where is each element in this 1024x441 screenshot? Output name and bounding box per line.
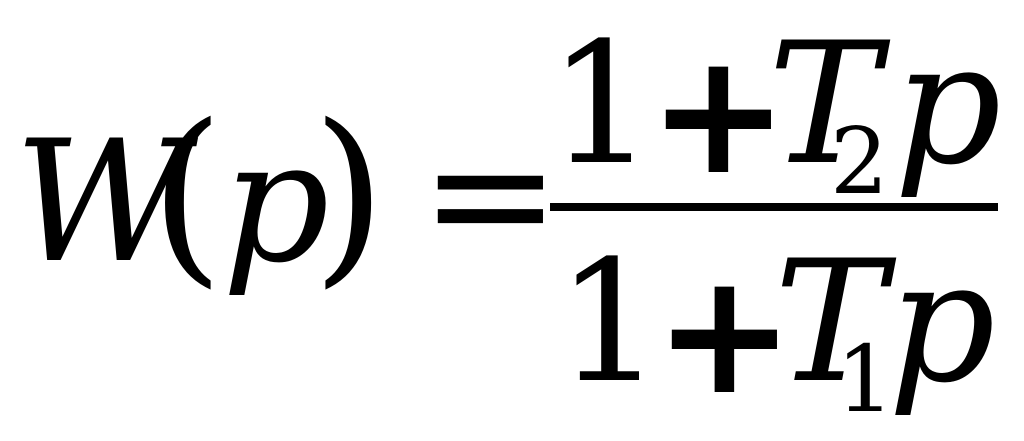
denominator-variable: p bbox=[888, 224, 996, 420]
denominator-time-constant: T bbox=[774, 224, 887, 420]
numerator-variable: p bbox=[894, 6, 1002, 202]
denominator-plus-sign: + bbox=[654, 236, 795, 432]
equals-sign: = bbox=[420, 96, 561, 292]
numerator-constant: 1 bbox=[548, 6, 655, 202]
function-symbol: W bbox=[14, 104, 187, 300]
open-parenthesis: ( bbox=[150, 84, 225, 305]
fraction-bar bbox=[550, 203, 998, 211]
close-parenthesis: ) bbox=[312, 84, 387, 305]
numerator-plus-sign: + bbox=[648, 16, 789, 212]
denominator-constant: 1 bbox=[556, 224, 663, 420]
argument-variable: p bbox=[222, 104, 330, 300]
numerator-subscript: 2 bbox=[830, 108, 889, 215]
denominator-subscript: 1 bbox=[836, 326, 895, 433]
numerator-time-constant: T bbox=[768, 6, 881, 202]
